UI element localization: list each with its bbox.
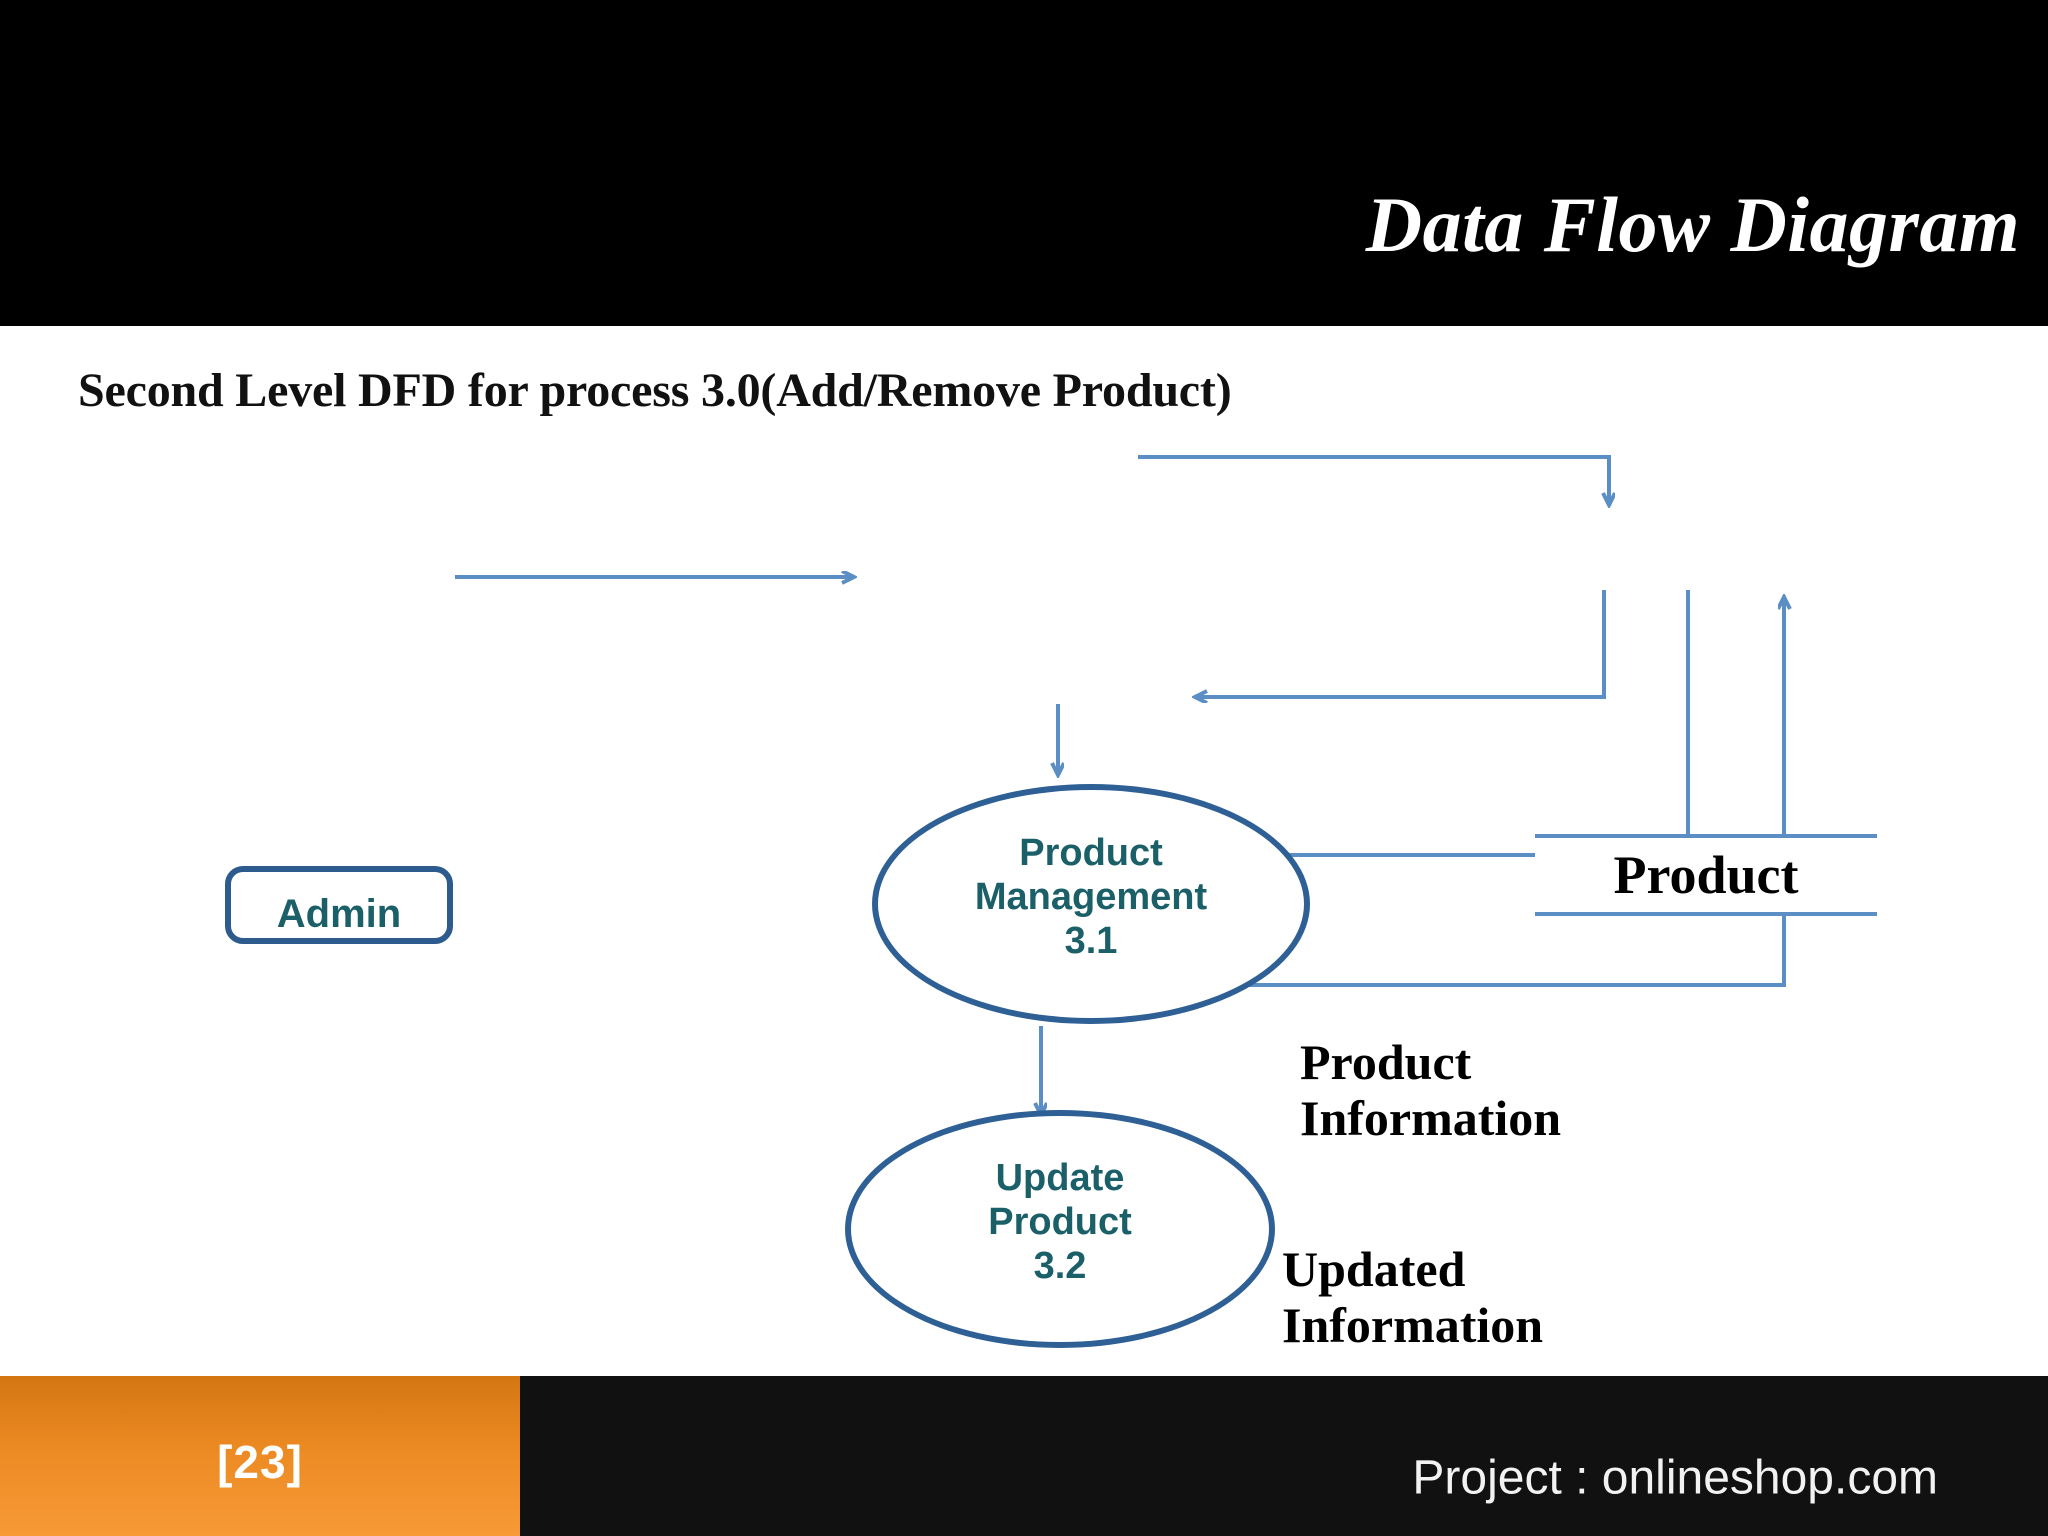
flow-store-to-update-product: [1260, 590, 1690, 855]
flow-store-to-product-management: [1196, 590, 1606, 697]
flow-label-product-information: Product Information: [1300, 1034, 1562, 1146]
dfd-heading: Second Level DFD for process 3.0(Add/Rem…: [78, 364, 1232, 417]
footer-accent-block: [0, 1376, 520, 1536]
flow-label-updated-information: Updated Information: [1282, 1241, 1544, 1353]
project-name: Project : onlineshop.com: [1412, 1451, 1938, 1505]
flow-product-management-to-store: [1138, 455, 1609, 504]
data-store-product[interactable]: [1535, 834, 1877, 916]
dfd-canvas: Admin Product Management 3.1 Update Prod…: [0, 326, 2048, 1536]
flow-update-product-to-store: [1232, 598, 1784, 987]
header-band: [0, 0, 2048, 326]
process-3-2[interactable]: [845, 1110, 1275, 1348]
data-store-product-label: Product: [1613, 845, 1799, 905]
page-number: [23]: [217, 1436, 303, 1488]
entity-admin[interactable]: [225, 866, 453, 944]
process-3-1[interactable]: [872, 784, 1310, 1024]
page-title: Data Flow Diagram: [1365, 181, 2020, 268]
